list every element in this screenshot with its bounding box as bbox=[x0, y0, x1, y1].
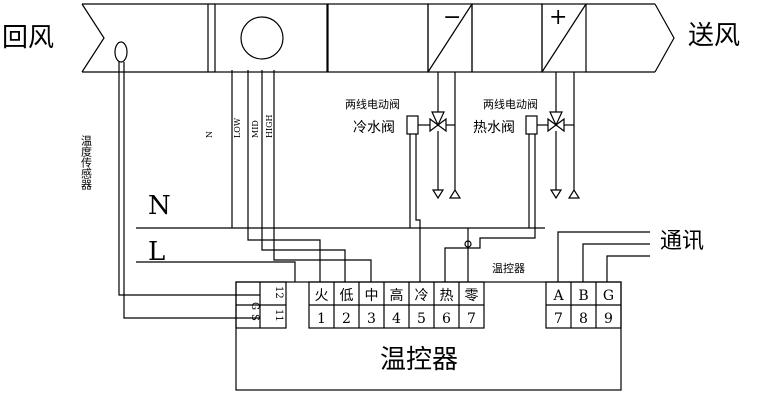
fan-icon bbox=[240, 16, 284, 60]
main-terminal-name-2: 低 bbox=[340, 288, 354, 304]
main-terminal-name-6: 热 bbox=[440, 288, 454, 304]
air-duct bbox=[81, 3, 675, 73]
main-terminal-number-4: 4 bbox=[392, 311, 401, 327]
main-terminal-name-1: 火 bbox=[315, 288, 329, 304]
main-terminal-name-5: 冷 bbox=[415, 288, 429, 304]
main-terminal-number-5: 5 bbox=[417, 311, 426, 327]
thermostat-small-label: 温控器 bbox=[492, 261, 525, 275]
thermostat-main-label: 温控器 bbox=[380, 345, 458, 375]
comm-terminal-number-1: 7 bbox=[554, 311, 563, 327]
main-terminal-number-2: 2 bbox=[342, 311, 351, 327]
neutral-line-label: N bbox=[148, 191, 171, 221]
tap-high-label: HIGH bbox=[265, 114, 274, 138]
terminal-11-label: 11 bbox=[273, 309, 284, 322]
comm-terminal-name-1: A bbox=[552, 288, 564, 304]
main-terminal-name-3: 中 bbox=[365, 288, 379, 304]
comm-terminal-number-3: 9 bbox=[604, 311, 613, 327]
fan-speed-wires bbox=[231, 70, 372, 282]
comm-terminal-number-2: 8 bbox=[579, 311, 588, 327]
return-air-label: 回风 bbox=[2, 23, 54, 53]
main-terminal-number-7: 7 bbox=[467, 311, 476, 327]
fan-speed-taps: N LOW MID HIGH bbox=[205, 114, 274, 138]
terminal-12-label: 12 bbox=[273, 286, 284, 299]
cold-valve-name: 冷水阀 bbox=[353, 120, 395, 136]
terminal-g-label: G bbox=[249, 302, 260, 310]
terminal-s-label: S bbox=[249, 314, 260, 321]
hot-valve-name: 热水阀 bbox=[473, 120, 515, 136]
main-terminal-number-1: 1 bbox=[317, 311, 326, 327]
main-terminal-number-6: 6 bbox=[442, 311, 451, 327]
sensor-terminal-block: G S 12 11 bbox=[235, 281, 287, 329]
live-line-label: L bbox=[148, 237, 165, 267]
cold-water-valve: 两线电动阀 冷水阀 bbox=[345, 72, 462, 282]
tap-low-label: LOW bbox=[233, 117, 242, 138]
temperature-sensor-icon bbox=[114, 41, 128, 63]
hot-valve-actuator-icon bbox=[525, 115, 538, 135]
heating-coil bbox=[541, 3, 587, 73]
comm-label: 通讯 bbox=[660, 229, 704, 254]
hot-valve-type: 两线电动阀 bbox=[483, 97, 538, 111]
hot-water-valve: 两线电动阀 热水阀 bbox=[444, 72, 581, 282]
main-terminal-name-4: 高 bbox=[390, 287, 404, 304]
tap-mid-label: MID bbox=[251, 120, 260, 138]
sensor-label: 温度传感器 bbox=[80, 135, 93, 191]
heating-coil-sign: + bbox=[549, 5, 567, 30]
main-terminal-name-7: 零 bbox=[465, 288, 479, 304]
supply-air-label: 送风 bbox=[688, 21, 740, 51]
comm-terminal-name-3: G bbox=[603, 288, 614, 304]
cold-valve-actuator-icon bbox=[406, 115, 419, 135]
cooling-coil-sign: − bbox=[443, 5, 461, 30]
main-terminal-number-3: 3 bbox=[367, 311, 376, 327]
cold-valve-type: 两线电动阀 bbox=[345, 97, 400, 111]
comm-terminal-name-2: B bbox=[578, 288, 588, 304]
tap-n-label: N bbox=[205, 131, 214, 138]
